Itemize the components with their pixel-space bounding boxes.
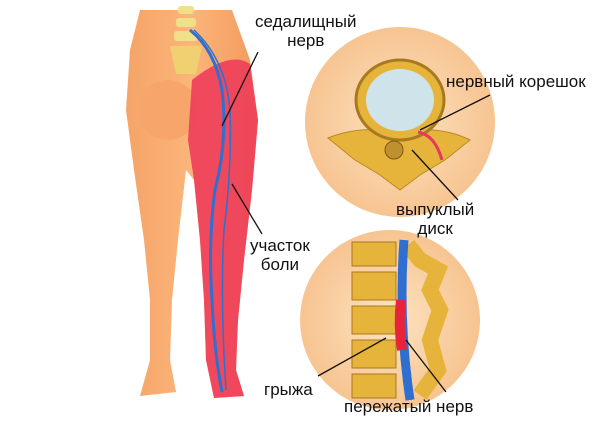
spine-side-circle xyxy=(300,230,480,410)
left-buttock xyxy=(138,80,198,140)
label-line: выпуклый xyxy=(396,200,475,219)
label-line: седалищный xyxy=(255,12,357,31)
label-line: нерв xyxy=(287,31,325,50)
label-pain-area: участок боли xyxy=(250,236,310,274)
label-line: боли xyxy=(260,255,300,274)
label-bulging-disc: выпуклый диск xyxy=(396,200,474,238)
cross-section-circle xyxy=(305,27,495,217)
label-pinched-nerve: пережатый нерв xyxy=(344,397,474,416)
pain-area xyxy=(188,59,258,398)
label-line: участок xyxy=(250,236,310,255)
label-line: диск xyxy=(417,219,453,238)
label-hernia: грыжа xyxy=(264,380,313,399)
label-sciatic-nerve: седалищный нерв xyxy=(255,12,356,50)
label-nerve-root: нервный корешок xyxy=(446,72,586,91)
sciatic-nerve xyxy=(189,28,226,393)
leader-lines xyxy=(221,51,491,393)
